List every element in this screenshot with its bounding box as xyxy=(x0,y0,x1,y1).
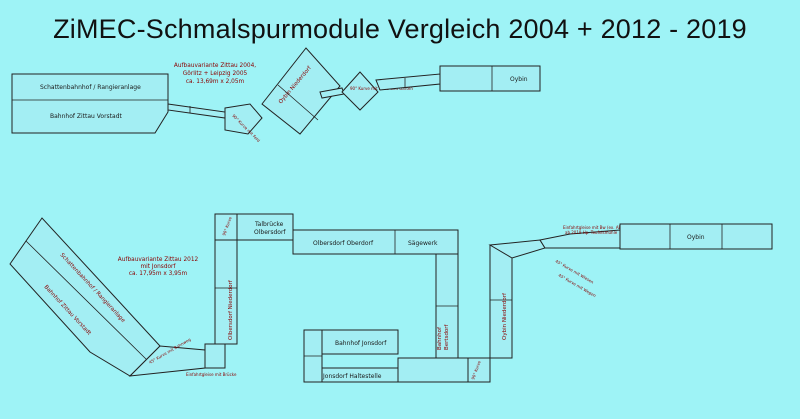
label-kurve-90-bottom-2012: 90° Kurve xyxy=(470,360,482,381)
label-kurve-90-top-2012: 90° Kurve xyxy=(221,216,233,237)
module-oybin-2012 xyxy=(619,223,773,250)
label-talbruecke-line1: Talbrücke xyxy=(254,221,284,228)
module-kurve-90-bottom-2012 xyxy=(467,357,491,383)
caption-2012-line3: ca. 17,95m x 3,95m xyxy=(129,271,188,277)
module-bahnhof-jonsdorf-2012 xyxy=(321,329,399,355)
label-einfahrt-bruecke-2012: Einfahrtgleise mit Brücke xyxy=(186,372,237,377)
module-oybin-niederdorf-2012 xyxy=(489,244,513,359)
label-jonsdorf-haltestelle-2012: Jonsdorf Haltestelle xyxy=(322,373,382,380)
label-kurve-45-wege-2012: 45° Kurve mit Wegen xyxy=(558,273,598,299)
label-einfahrt-oybin-line1: Einfahrtgleise mit Bw (ex. ABS), xyxy=(563,225,627,230)
module-kurve-haus-2004 xyxy=(341,71,379,111)
module-oybin-niederdorf-2004 xyxy=(261,47,341,135)
caption-2004-line1: Aufbauvariante Zittau 2004, xyxy=(174,63,256,69)
module-einfahrt-bruecke-2012 xyxy=(204,343,226,369)
module-talbruecke-2012 xyxy=(236,213,294,241)
label-saegewerk-2012: Sägewerk xyxy=(408,240,438,247)
layout-2012: Schattenbahnhof / Rangieranlage Bahnhof … xyxy=(9,213,773,383)
module-oybin-2004 xyxy=(439,65,541,92)
label-einfahrt-oybin-line2: ab 2019 Hp. Teufelsmühle xyxy=(565,230,618,235)
label-olbersdorf-oberdorf-2012: Olbersdorf Oberdorf xyxy=(313,240,374,247)
label-oybin-2004: Oybin xyxy=(510,76,528,83)
label-bahnhof-bertsdorf-line1: Bahnhof xyxy=(437,326,443,350)
module-zittau-2012 xyxy=(9,217,161,377)
layout-2004: Schattenbahnhof / Rangieranlage Bahnhof … xyxy=(11,47,541,143)
caption-2012-line1: Aufbauvariante Zittau 2012 xyxy=(118,257,199,263)
label-olbersdorf-niederdorf-2012: Olbersdorf Niederdorf xyxy=(228,279,234,340)
label-oybin-2012: Oybin xyxy=(687,234,705,241)
caption-2004-line2: Görlitz + Leipzig 2005 xyxy=(183,71,248,77)
label-oybin-niederdorf-2012: Oybin Niederdorf xyxy=(502,292,508,340)
label-bahnhof-jonsdorf-2012: Bahnhof Jonsdorf xyxy=(335,340,387,347)
caption-2004-line3: ca. 13,69m x 2,05m xyxy=(186,79,245,85)
page-title: ZiMEC-Schmalspurmodule Vergleich 2004 + … xyxy=(53,14,747,44)
label-bahnhof-zittau-2004: Bahnhof Zittau Vorstadt xyxy=(50,113,123,120)
label-bahnhof-bertsdorf-line2: Bertsdorf xyxy=(444,323,450,350)
module-zittau-2004 xyxy=(11,73,169,134)
module-kurve-feld-2004 xyxy=(224,103,263,135)
module-olbersdorf-oberdorf-2012 xyxy=(292,229,459,255)
caption-2012-line2: mit Jonsdorf xyxy=(141,264,177,270)
label-talbruecke-line2: Olbersdorf xyxy=(254,229,286,236)
label-schattenbahnhof-2004: Schattenbahnhof / Rangieranlage xyxy=(40,84,141,91)
